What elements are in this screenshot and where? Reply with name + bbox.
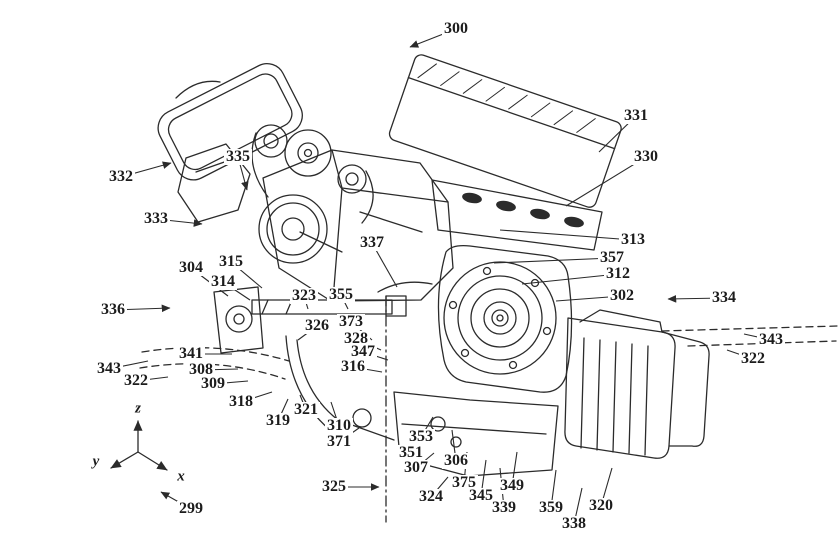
leader-line-355: [340, 294, 349, 310]
leader-line-312: [521, 273, 619, 285]
leader-line-304: [190, 267, 229, 297]
leader-line-333: [155, 218, 203, 227]
leader-line-345: [480, 459, 487, 497]
leader-line-326: [297, 325, 318, 341]
leader-line-334: [667, 295, 725, 303]
leader-line-332: [120, 161, 172, 178]
leader-line-315: [230, 261, 263, 289]
leader-line-316: [352, 366, 383, 373]
leader-line-319: [277, 398, 289, 422]
leader-line-338: [573, 487, 583, 525]
leader-line-330: [565, 156, 647, 207]
leader-line-322: [135, 376, 169, 382]
leader-line-299: [160, 491, 192, 510]
leader-line-359: [550, 469, 557, 509]
leader-line-313: [499, 229, 634, 241]
leader-line-318: [240, 391, 273, 403]
leader-line-371: [338, 427, 360, 443]
leader-line-322: [726, 349, 754, 360]
leader-line-343: [743, 333, 772, 341]
leader-line-324: [430, 476, 449, 498]
leader-line-335: [237, 156, 249, 191]
leader-line-323: [303, 295, 309, 310]
leader-line-310: [330, 401, 340, 427]
leader-line-300: [409, 28, 457, 48]
leader-line-328: [355, 338, 382, 351]
leader-line-349: [511, 451, 518, 487]
leader-line-320: [600, 467, 613, 507]
leader-line-375: [463, 451, 468, 484]
leader-line-357: [493, 257, 613, 264]
leader-line-309: [212, 380, 249, 385]
leader-line-373: [350, 321, 373, 341]
leader-line-331: [598, 115, 637, 153]
leader-line-351: [410, 439, 432, 454]
leader-line-302: [555, 295, 623, 302]
leader-line-308: [200, 368, 239, 371]
leader-line-336: [112, 304, 171, 313]
engine-line-art: [110, 54, 839, 523]
leader-line-337: [371, 242, 398, 288]
leader-line-347: [362, 351, 389, 361]
leader-lines: [108, 28, 772, 525]
